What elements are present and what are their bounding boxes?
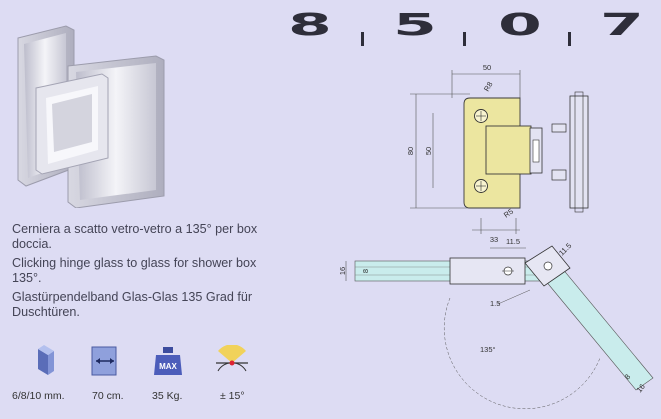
technical-drawing: 80 50 50 R8 R5: [338, 63, 654, 410]
dim-inner-height: 50: [424, 147, 433, 155]
hinge-plan-view: 16 8 11.5 11.5 1.5 135° 8 16: [338, 237, 654, 410]
spec-adjustment: ± 15°: [212, 345, 282, 402]
product-code-digit-2: 5: [393, 8, 437, 43]
product-description: Cerniera a scatto vetro-vetro a 135° per…: [12, 222, 282, 324]
dim-width: 50: [483, 63, 491, 72]
max-weight-icon: MAX: [154, 347, 182, 375]
dim-height: 80: [406, 147, 415, 155]
dim-glass-inner: 8: [361, 269, 370, 273]
product-code-separator: [568, 32, 571, 46]
dim-clearance: 1.5: [490, 299, 500, 308]
product-code-separator: [361, 32, 364, 46]
spec-glass-thickness: 6/8/10 mm.: [6, 345, 76, 402]
spec-door-width: 70 cm.: [90, 345, 160, 402]
spec-label: 70 cm.: [92, 390, 124, 402]
max-weight-icon-text: MAX: [159, 362, 177, 371]
glass-thickness-icon: [38, 345, 54, 375]
dim-angle: 135°: [480, 345, 496, 354]
spec-max-weight: MAX 35 Kg.: [152, 345, 222, 402]
description-german: Glastürpendelband Glas-Glas 135 Grad für…: [12, 290, 253, 319]
product-code: 8 5 0 7: [288, 8, 654, 46]
dim-offset: 33: [490, 235, 498, 244]
spec-label: 35 Kg.: [152, 390, 183, 402]
hinge-top-view: 80 50 50 R8 R5: [406, 63, 589, 244]
dim-glass-inner-right: 8: [623, 372, 633, 381]
dim-radius-bottom: R5: [502, 207, 515, 220]
spec-label: 6/8/10 mm.: [12, 390, 65, 402]
description-italian: Cerniera a scatto vetro-vetro a 135° per…: [12, 222, 258, 251]
hinge-product-image: [17, 25, 165, 208]
spec-row: 6/8/10 mm. 70 cm. MAX 35 Kg. ± 15°: [6, 345, 276, 405]
product-code-separator: [463, 32, 466, 46]
product-code-digit-4: 7: [600, 8, 644, 43]
dim-glass-outer: 16: [338, 267, 347, 275]
door-width-icon: [91, 346, 117, 376]
adjustment-angle-icon: [216, 345, 248, 372]
product-code-digit-3: 0: [498, 8, 542, 43]
spec-label: ± 15°: [220, 390, 245, 402]
dim-gap-left: 11.5: [506, 237, 520, 246]
description-english: Clicking hinge glass to glass for shower…: [12, 256, 257, 285]
product-code-digit-1: 8: [288, 8, 332, 43]
dim-radius-top: R8: [482, 80, 495, 93]
